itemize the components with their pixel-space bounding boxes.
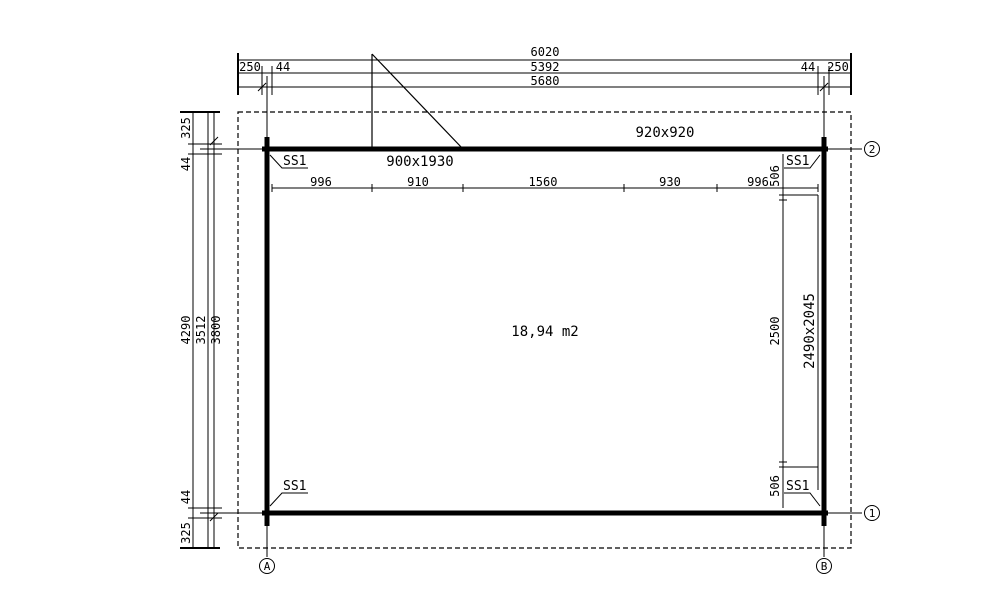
window-top-size-label: 920x920	[635, 125, 694, 141]
axis-label-row-2: 2	[869, 143, 876, 156]
axis-label-col-b: B	[821, 560, 828, 573]
floor-area-label: 18,94 m2	[511, 324, 578, 340]
top-dimension-lines	[237, 53, 852, 95]
axis-label-row-1: 1	[869, 507, 876, 520]
corner-ss1-label: SS1	[786, 154, 809, 169]
front-segment-5: 996	[747, 175, 769, 189]
corner-ss1-bottom-right: SS1	[784, 479, 821, 507]
axis-bubble-row-1: 1	[864, 505, 880, 521]
right-segment-1: 506	[768, 165, 782, 187]
corner-ss1-label: SS1	[283, 154, 306, 169]
door-swing	[371, 53, 464, 150]
dim-overall-depth: 4290	[179, 316, 193, 345]
axis-bubble-row-2: 2	[864, 141, 880, 157]
right-wall-dimension-line	[779, 154, 818, 508]
front-segment-1: 996	[310, 175, 332, 189]
corner-ss1-label: SS1	[283, 479, 306, 494]
axis-bubble-col-a: A	[259, 558, 275, 574]
window-right-size-label: 2490x2045	[802, 293, 818, 369]
dim-overhang-right: 250	[827, 60, 849, 74]
front-segment-2: 910	[407, 175, 429, 189]
dim-wall-right: 44	[801, 60, 815, 74]
grid-axes	[200, 76, 862, 557]
right-segment-2: 2500	[768, 317, 782, 346]
axis-bubble-col-b: B	[816, 558, 832, 574]
corner-ss1-bottom-left: SS1	[269, 479, 308, 507]
dim-inner-width: 5392	[531, 60, 560, 74]
dim-wall-bottom: 44	[179, 490, 193, 504]
corner-ss1-top-right: SS1	[784, 154, 821, 169]
corner-ss1-label: SS1	[786, 479, 809, 494]
left-dimension-lines	[180, 111, 222, 549]
dim-wall-top: 44	[179, 157, 193, 171]
axis-label-col-a: A	[264, 560, 271, 573]
dim-overhang-top: 325	[179, 117, 193, 139]
dim-overhang-bottom: 325	[179, 522, 193, 544]
dim-axis-width: 5680	[531, 74, 560, 88]
dim-axis-depth: 3800	[209, 316, 223, 345]
front-segment-3: 1560	[529, 175, 558, 189]
roof-outline	[237, 111, 852, 549]
dim-wall-left: 44	[276, 60, 290, 74]
dim-inner-depth: 3512	[194, 316, 208, 345]
front-segment-4: 930	[659, 175, 681, 189]
dim-overhang-left: 250	[239, 60, 261, 74]
dim-overall-width: 6020	[531, 45, 560, 59]
corner-ss1-top-left: SS1	[269, 154, 308, 169]
door-size-label: 900x1930	[386, 154, 453, 170]
front-wall-dimension-line	[271, 184, 819, 192]
right-segment-3: 506	[768, 475, 782, 497]
